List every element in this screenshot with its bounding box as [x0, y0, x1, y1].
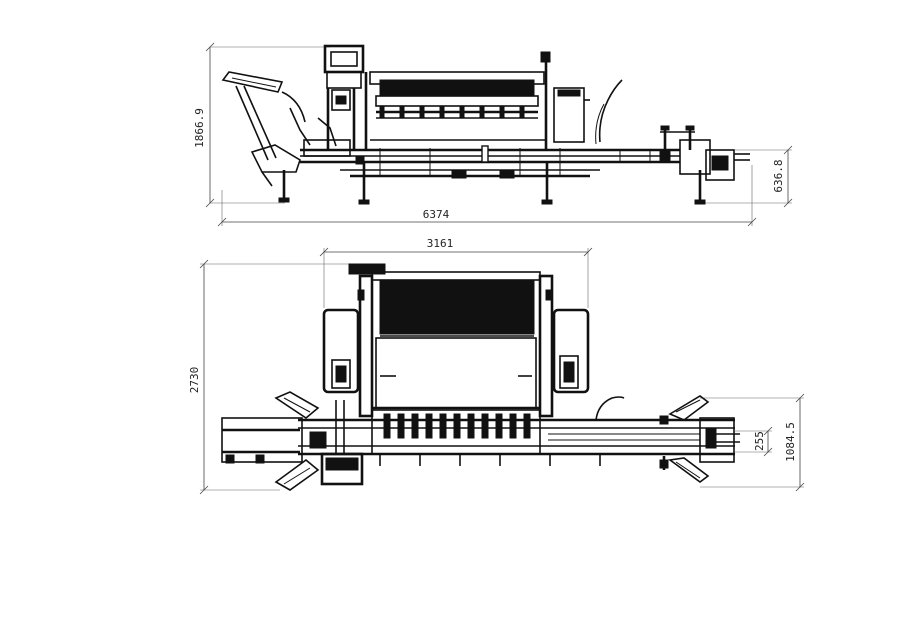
- main-drum: [364, 51, 551, 150]
- side-view: 1866.9 6374 636.8: [193, 42, 793, 227]
- top-view: 3161 2730 255 1084.5: [188, 237, 805, 495]
- left-infeed: [221, 391, 327, 491]
- right-cylinder: [552, 308, 590, 394]
- dim-side-height-text: 1866.9: [193, 108, 206, 148]
- dim-top-large: 1084.5: [700, 393, 805, 492]
- dim-side-right: 636.8: [705, 145, 793, 208]
- side-legs: [358, 162, 706, 205]
- dim-side-length: 6374: [217, 165, 757, 227]
- dim-top-small-text: 255: [753, 431, 766, 451]
- side-conveyor: [300, 145, 680, 179]
- motor-box: [553, 79, 623, 145]
- top-control-box: [320, 400, 364, 486]
- dim-side-length-text: 6374: [423, 208, 450, 221]
- dim-top-depth-text: 2730: [188, 367, 201, 394]
- outfeed-unit: [659, 125, 750, 181]
- dim-top-depth: 2730: [188, 259, 356, 495]
- right-outfeed: [659, 395, 740, 483]
- dim-top-width-text: 3161: [427, 237, 454, 250]
- top-frame: [348, 263, 554, 418]
- dim-side-height: 1866.9: [193, 42, 330, 208]
- control-panel: [303, 44, 365, 157]
- nozzle-row: [371, 409, 541, 455]
- dim-top-width: 3161: [319, 237, 593, 308]
- dim-top-large-text: 1084.5: [784, 422, 797, 462]
- infeed-chute: [221, 71, 311, 203]
- left-cylinder: [322, 308, 360, 394]
- dim-side-right-text: 636.8: [772, 159, 785, 192]
- dim-top-small: 255: [735, 426, 773, 457]
